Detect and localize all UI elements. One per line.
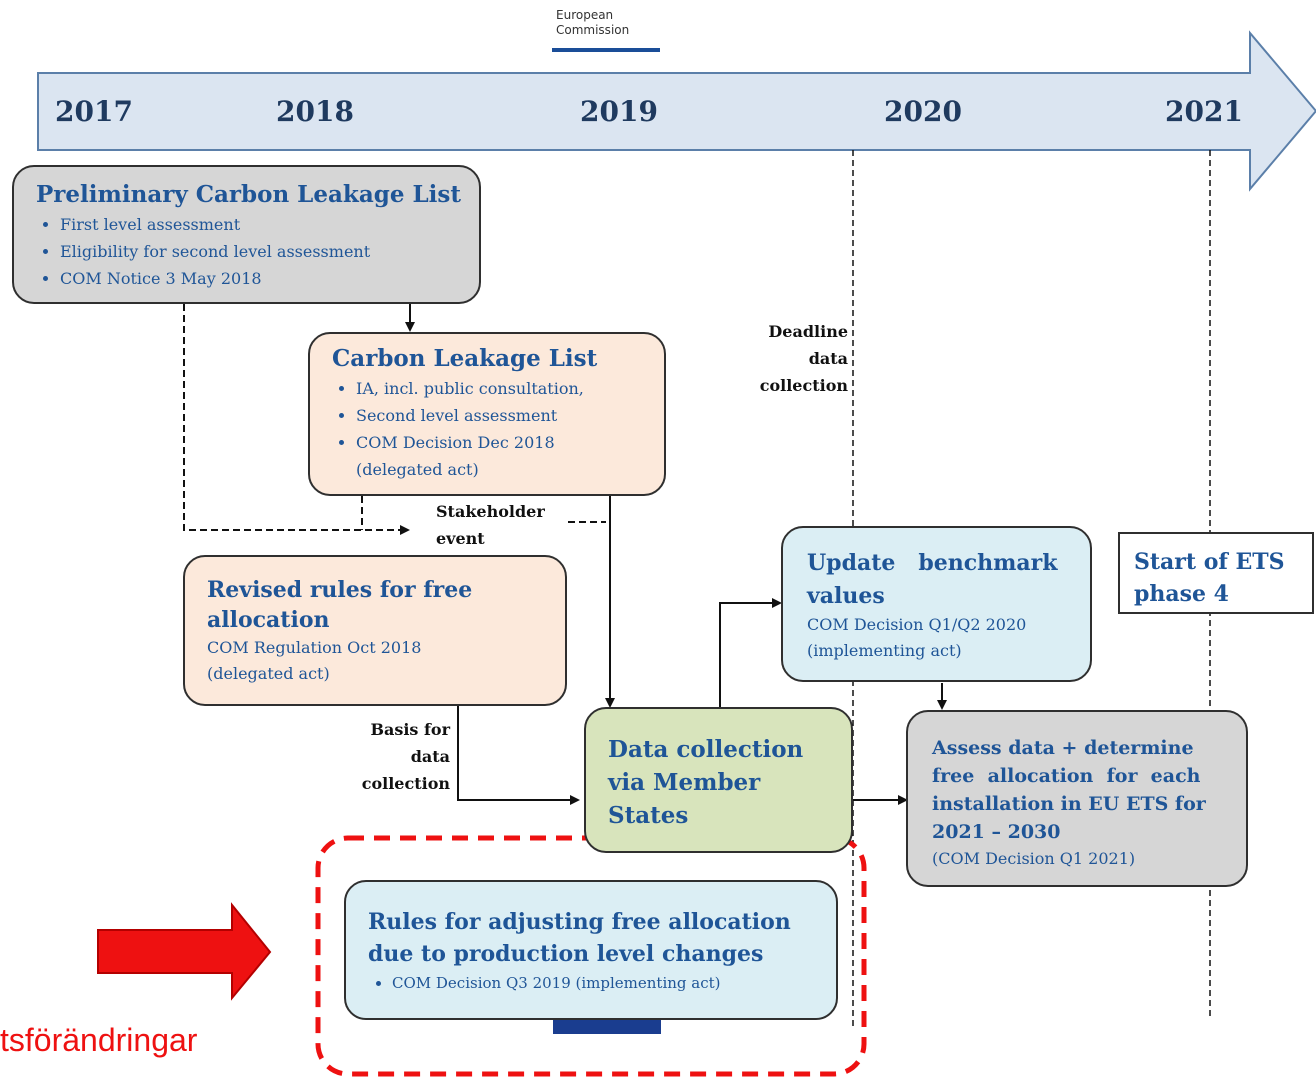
preliminary-cll-title: Preliminary Carbon Leakage List xyxy=(36,181,461,208)
timeline-arrow xyxy=(37,30,1316,192)
year-2019: 2019 xyxy=(580,95,658,128)
stakeholder-line-2: event xyxy=(436,529,485,548)
rules-adjust-box: Rules for adjusting free allocation due … xyxy=(344,880,838,1020)
deadline-line-2: data xyxy=(808,349,848,368)
org-header: European Commission xyxy=(556,8,629,38)
basis-line-2: data xyxy=(410,747,450,766)
revised-rules-box: Revised rules for free allocation COM Re… xyxy=(183,555,567,706)
list-item: Eligibility for second level assessment xyxy=(60,238,479,265)
assess-line-2: free allocation for each xyxy=(932,765,1201,787)
preliminary-cll-list: First level assessment Eligibility for s… xyxy=(36,211,479,292)
list-item: COM Decision Q3 2019 (implementing act) xyxy=(392,970,836,997)
deadline-line-3: collection xyxy=(759,376,848,395)
rules-adjust-title-1: Rules for adjusting free allocation xyxy=(368,909,791,935)
cll-title: Carbon Leakage List xyxy=(332,345,598,372)
basis-line-3: collection xyxy=(361,774,450,793)
data-collection-line-3: States xyxy=(608,802,689,829)
benchmark-note-2: (implementing act) xyxy=(807,641,962,660)
revised-rules-note-2: (delegated act) xyxy=(207,664,330,683)
data-collection-line-2: via Member xyxy=(608,769,761,796)
assess-box: Assess data + determine free allocation … xyxy=(906,710,1248,887)
list-item: COM Notice 3 May 2018 xyxy=(60,265,479,292)
arrow-revised-to-data xyxy=(457,706,580,805)
assess-line-1: Assess data + determine xyxy=(932,737,1194,759)
deadline-line-1: Deadline xyxy=(768,322,848,341)
benchmark-title-2: values xyxy=(807,583,885,609)
stakeholder-label: Stakeholder event xyxy=(436,498,545,552)
list-item: First level assessment xyxy=(60,211,479,238)
preliminary-cll-box: Preliminary Carbon Leakage List First le… xyxy=(12,165,481,304)
list-item: Second level assessment xyxy=(356,402,664,429)
benchmark-title-1: Update benchmark xyxy=(807,550,1058,576)
red-arrow-icon xyxy=(97,902,272,1001)
basis-label: Basis for data collection xyxy=(330,716,450,797)
cll-sub: (delegated act) xyxy=(356,460,479,479)
rules-adjust-title-2: due to production level changes xyxy=(368,941,764,967)
data-collection-line-1: Data collection xyxy=(608,736,804,763)
cll-list: IA, incl. public consultation, Second le… xyxy=(332,375,664,456)
org-line-2: Commission xyxy=(556,23,630,37)
year-2018: 2018 xyxy=(276,95,354,128)
start-ets-box: Start of ETS phase 4 xyxy=(1118,532,1314,614)
year-2021: 2021 xyxy=(1165,95,1243,128)
org-line-1: European xyxy=(556,8,614,22)
stakeholder-line-1: Stakeholder xyxy=(436,502,545,521)
basis-line-1: Basis for xyxy=(370,720,450,739)
start-ets-line-2: phase 4 xyxy=(1134,581,1229,607)
benchmark-box: Update benchmark values COM Decision Q1/… xyxy=(781,526,1092,682)
cll-box: Carbon Leakage List IA, incl. public con… xyxy=(308,332,666,496)
deadline-label: Deadline data collection xyxy=(720,318,848,399)
list-item: IA, incl. public consultation, xyxy=(356,375,664,402)
caption-fragment: tsförändringar xyxy=(0,1022,198,1058)
year-2017: 2017 xyxy=(55,95,133,128)
start-ets-line-1: Start of ETS xyxy=(1134,549,1285,575)
assess-line-4: 2021 – 2030 xyxy=(932,821,1061,843)
list-item: COM Decision Dec 2018 xyxy=(356,429,664,456)
rules-adjust-list: COM Decision Q3 2019 (implementing act) xyxy=(368,970,836,997)
assess-line-3: installation in EU ETS for xyxy=(932,793,1206,815)
year-2020: 2020 xyxy=(884,95,962,128)
revised-rules-note-1: COM Regulation Oct 2018 xyxy=(207,638,422,657)
assess-note: (COM Decision Q1 2021) xyxy=(932,849,1136,868)
revised-rules-title-1: Revised rules for free xyxy=(207,577,473,603)
navy-block xyxy=(553,1018,661,1034)
benchmark-note-1: COM Decision Q1/Q2 2020 xyxy=(807,615,1027,634)
dashed-prelim-stakeholder xyxy=(183,304,410,535)
arrow-data-to-benchmark xyxy=(719,598,782,708)
revised-rules-title-2: allocation xyxy=(207,607,330,633)
data-collection-box: Data collection via Member States xyxy=(584,707,853,853)
